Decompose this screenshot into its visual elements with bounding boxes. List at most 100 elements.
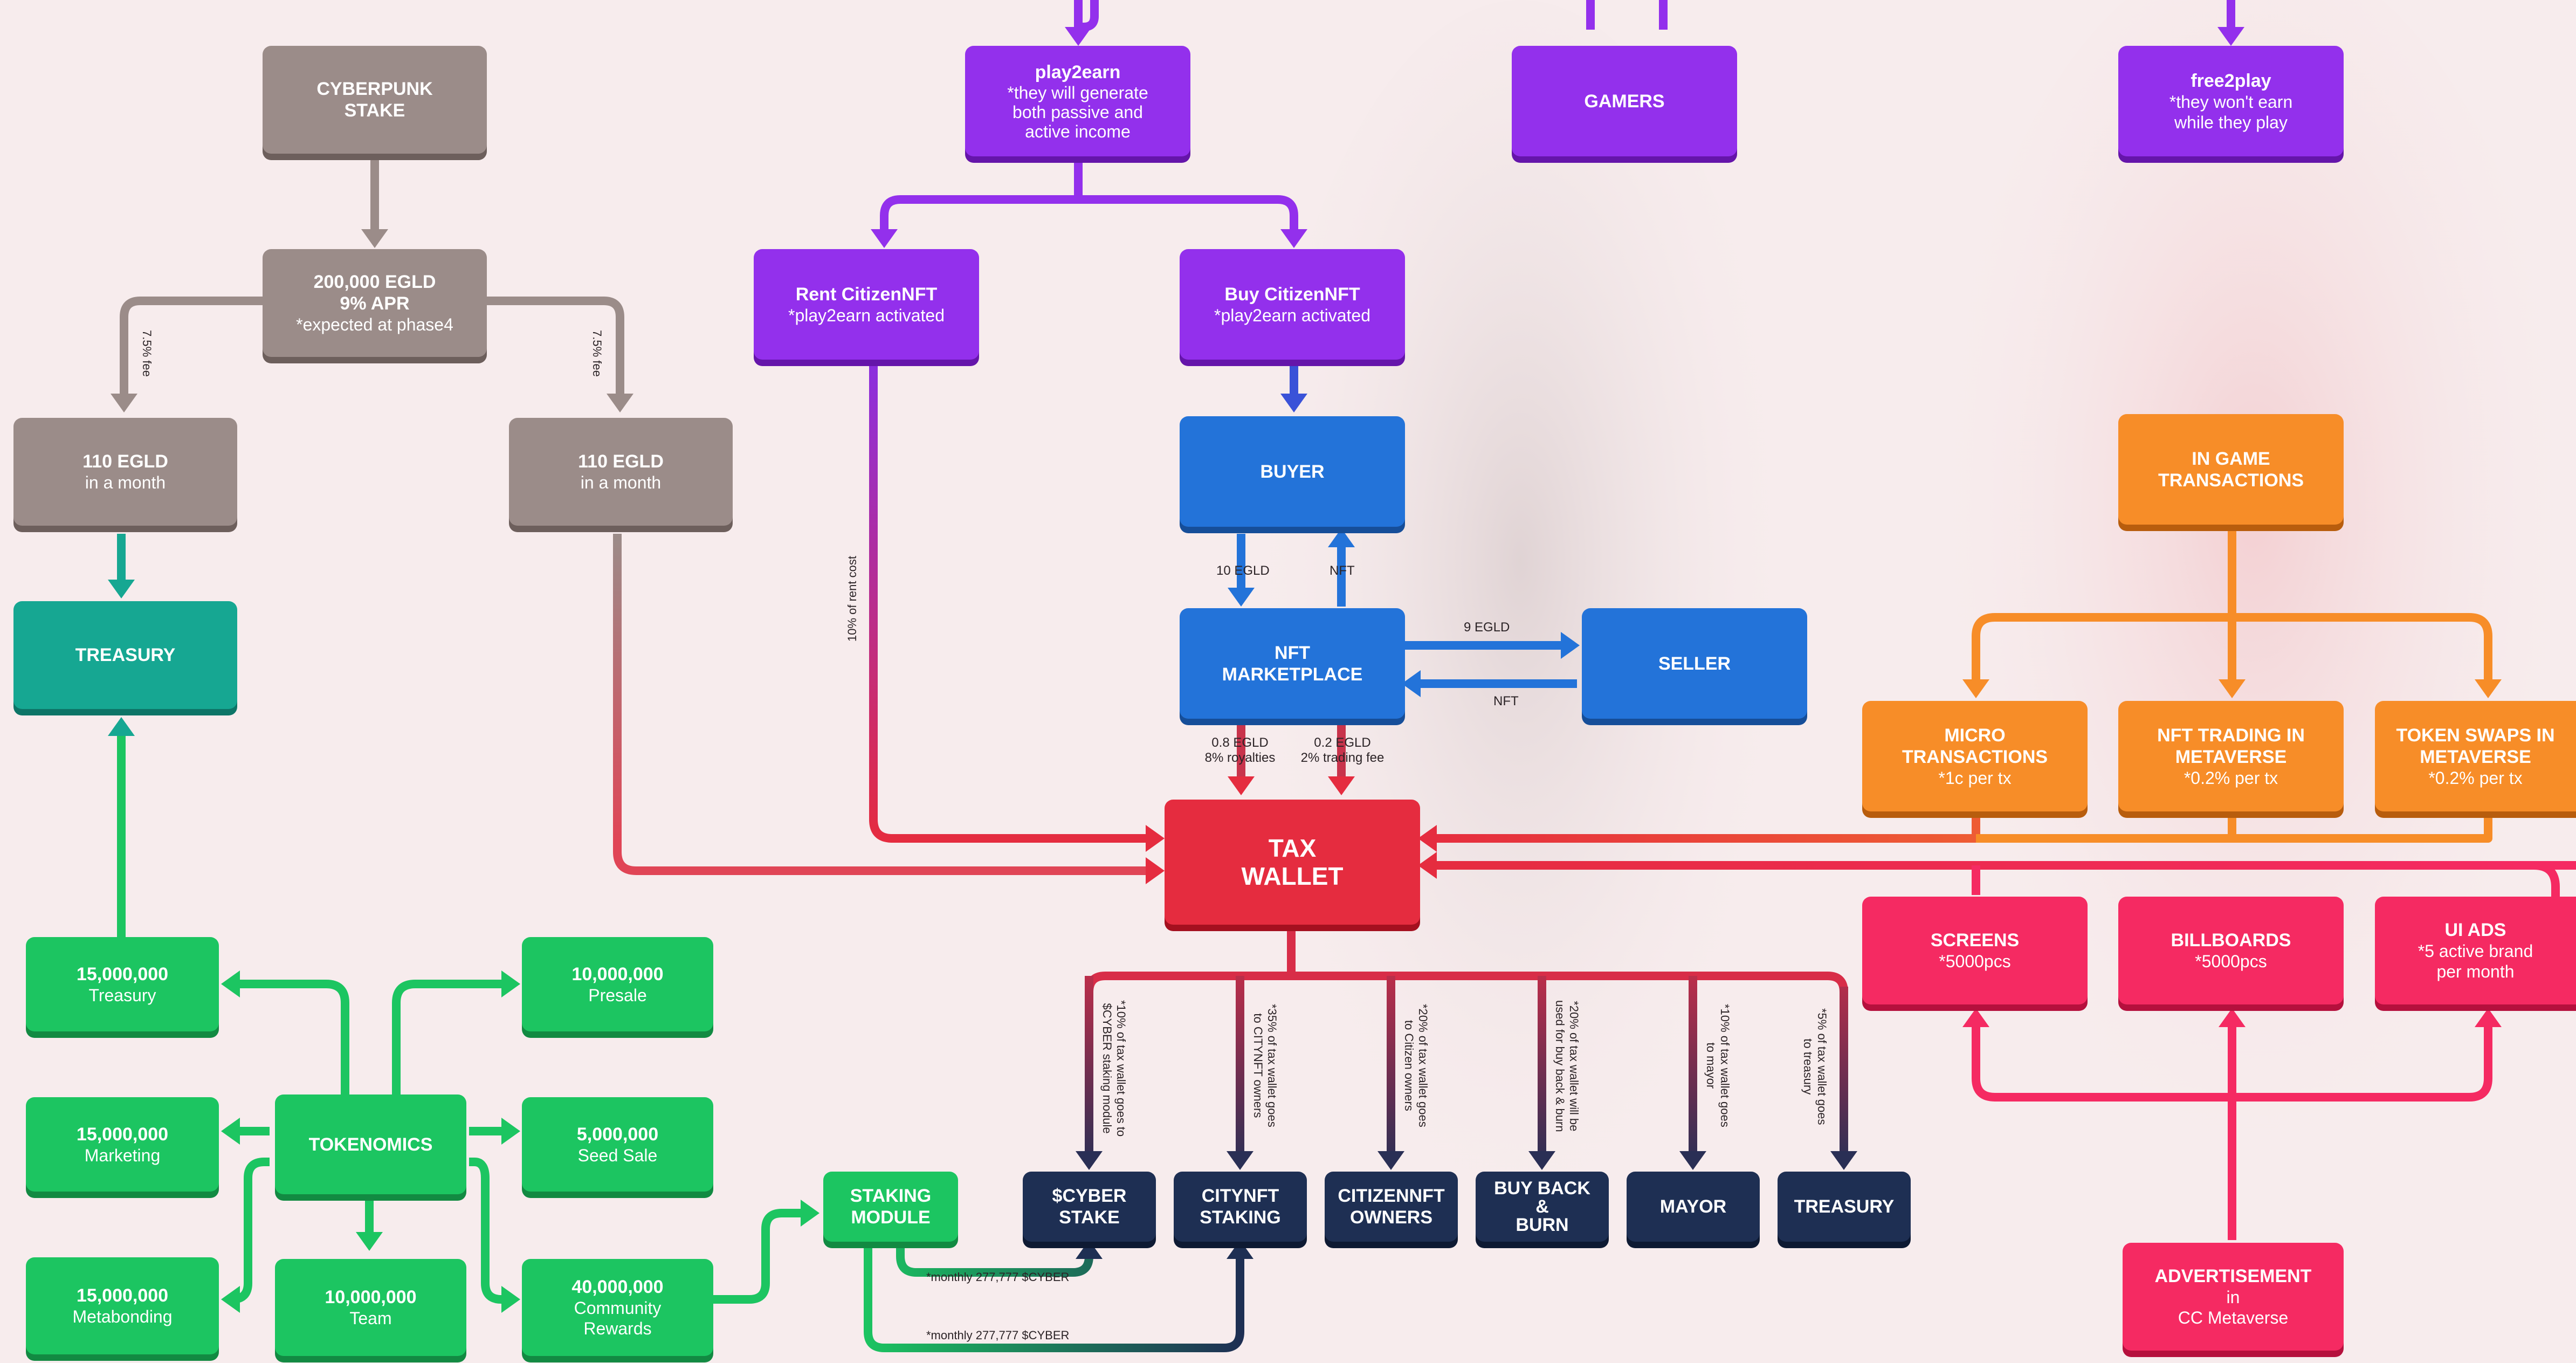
split-label-citynft: *35% of tax wallet goes to CITYNFT owner… [1251, 1004, 1279, 1127]
tokenomics-center-node: TOKENOMICS [275, 1094, 466, 1194]
trading-fee-label: 0.2 EGLD 2% trading fee [1300, 735, 1385, 765]
fee-label-left: 7.5% fee [140, 330, 154, 377]
monthly-label-2: *monthly 277,777 $CYBER [926, 1328, 1070, 1342]
node-title: free2play [2191, 70, 2271, 91]
tokenomics-marketing-node: 15,000,000 Marketing [26, 1097, 219, 1192]
buyer-nft-label: NFT [1330, 563, 1355, 578]
advertisement-node: ADVERTISEMENT in CC Metaverse [2123, 1243, 2344, 1351]
node-title: MICRO TRANSACTIONS [1902, 725, 2048, 767]
node-title: CYBERPUNK STAKE [316, 79, 433, 121]
cyber-stake-node: $CYBER STAKE [1023, 1172, 1156, 1242]
node-subtitle: *0.2% per tx [2428, 768, 2523, 788]
node-title: BILLBOARDS [2171, 930, 2291, 951]
nft-marketplace-node: NFT MARKETPLACE [1180, 608, 1405, 719]
node-title: 10,000,000 [571, 963, 664, 985]
buyer-node: BUYER [1180, 416, 1405, 527]
node-subtitle: *1c per tx [1938, 768, 2012, 788]
tokenomics-community-node: 40,000,000 Community Rewards [522, 1259, 713, 1356]
gamers-node: GAMERS [1512, 46, 1737, 156]
node-subtitle: *play2earn activated [1214, 305, 1370, 325]
node-title: 200,000 EGLD 9% APR [313, 272, 436, 314]
node-title: GAMERS [1584, 91, 1665, 112]
node-title: STAKING MODULE [850, 1186, 932, 1228]
split-label-cyber: *10% of tax wallet goes to $CYBER stakin… [1100, 1000, 1128, 1137]
to-seller-label: 9 EGLD [1464, 620, 1510, 635]
egld-pool-node: 200,000 EGLD 9% APR *expected at phase4 [263, 249, 487, 357]
node-subtitle: *expected at phase4 [296, 315, 453, 334]
node-subtitle: in a month [85, 473, 166, 492]
rent-citizennft-node: Rent CitizenNFT *play2earn activated [754, 249, 979, 360]
node-title: CITYNFT STAKING [1200, 1186, 1281, 1228]
rent-cost-label: 10% of rent cost [845, 556, 859, 642]
seller-node: SELLER [1582, 608, 1807, 719]
node-title: Rent CitizenNFT [795, 284, 938, 305]
node-subtitle: Seed Sale [577, 1145, 658, 1165]
node-subtitle: *5000pcs [1939, 952, 2011, 971]
node-subtitle: *they won't earn while they play [2169, 92, 2293, 132]
split-label-citizen: *20% of tax wallet goes to Citizen owner… [1402, 1004, 1430, 1127]
node-title: SELLER [1658, 653, 1731, 674]
buy-citizennft-node: Buy CitizenNFT *play2earn activated [1180, 249, 1405, 360]
node-subtitle: Presale [588, 985, 647, 1005]
node-title: CITIZENNFT OWNERS [1338, 1186, 1445, 1228]
node-title: BUYER [1260, 461, 1325, 482]
tokenomics-seed-node: 5,000,000 Seed Sale [522, 1097, 713, 1192]
split-label-buyback: *20% of tax wallet will be used for buy … [1553, 1000, 1581, 1132]
node-title: 15,000,000 [76, 963, 169, 985]
node-title: TAX WALLET [1241, 834, 1344, 890]
egld-right-node: 110 EGLD in a month [509, 418, 733, 526]
node-title: BUY BACK & BURN [1494, 1178, 1590, 1235]
buyback-burn-node: BUY BACK & BURN [1476, 1172, 1609, 1242]
node-subtitle: *0.2% per tx [2184, 768, 2278, 788]
node-subtitle: *they will generate both passive and act… [1007, 82, 1148, 141]
node-subtitle: Treasury [88, 985, 156, 1005]
node-title: play2earn [1035, 61, 1121, 82]
fee-label-right: 7.5% fee [590, 330, 604, 377]
node-title: 10,000,000 [325, 1287, 417, 1307]
tokenomics-team-node: 10,000,000 Team [275, 1259, 466, 1356]
node-title: 40,000,000 [571, 1277, 664, 1297]
node-title: ADVERTISEMENT [2154, 1266, 2312, 1286]
node-subtitle: Community Rewards [574, 1298, 662, 1338]
free2play-node: free2play *they won't earn while they pl… [2118, 46, 2344, 156]
node-title: 110 EGLD [578, 451, 664, 472]
node-subtitle: *play2earn activated [788, 305, 945, 325]
ui-ads-node: UI ADS *5 active brand per month [2375, 897, 2576, 1004]
node-subtitle: *5 active brand per month [2417, 941, 2533, 981]
treasury-bottom-node: TREASURY [1778, 1172, 1911, 1242]
split-label-mayor: *10% of tax wallet goes to mayor [1704, 1004, 1732, 1127]
node-title: 110 EGLD [82, 451, 168, 472]
nft-trading-node: NFT TRADING IN METAVERSE *0.2% per tx [2118, 701, 2344, 811]
node-title: TREASURY [1794, 1196, 1895, 1217]
to-market-label: NFT [1493, 694, 1519, 708]
staking-module-node: STAKING MODULE [823, 1172, 958, 1242]
play2earn-node: play2earn *they will generate both passi… [965, 46, 1190, 156]
node-title: NFT MARKETPLACE [1222, 642, 1363, 685]
node-subtitle: Team [349, 1309, 392, 1328]
node-subtitle: in CC Metaverse [2178, 1288, 2289, 1327]
node-subtitle: Metabonding [72, 1307, 173, 1326]
tax-wallet-node: TAX WALLET [1165, 800, 1420, 925]
node-title: MAYOR [1659, 1196, 1727, 1217]
micro-transactions-node: MICRO TRANSACTIONS *1c per tx [1862, 701, 2088, 811]
node-title: TOKENOMICS [308, 1134, 433, 1155]
tokenomics-presale-node: 10,000,000 Presale [522, 937, 713, 1031]
buyer-egld-label: 10 EGLD [1216, 563, 1270, 578]
node-title: 5,000,000 [576, 1124, 659, 1145]
screens-node: SCREENS *5000pcs [1862, 897, 2088, 1004]
split-label-treasury: *5% of tax wallet goes to treasury [1801, 1008, 1829, 1125]
node-title: TREASURY [75, 645, 176, 665]
node-title: TOKEN SWAPS IN METAVERSE [2396, 725, 2555, 767]
egld-left-node: 110 EGLD in a month [13, 418, 237, 526]
tokenomics-metabonding-node: 15,000,000 Metabonding [26, 1257, 219, 1354]
node-title: IN GAME TRANSACTIONS [2158, 448, 2304, 491]
token-swaps-node: TOKEN SWAPS IN METAVERSE *0.2% per tx [2375, 701, 2576, 811]
node-subtitle: *5000pcs [2195, 952, 2267, 971]
billboards-node: BILLBOARDS *5000pcs [2118, 897, 2344, 1004]
tokenomics-treasury-node: 15,000,000 Treasury [26, 937, 219, 1031]
cyberpunk-stake-node: CYBERPUNK STAKE [263, 46, 487, 154]
in-game-transactions-node: IN GAME TRANSACTIONS [2118, 414, 2344, 525]
node-title: 15,000,000 [76, 1124, 169, 1145]
node-title: 15,000,000 [76, 1285, 169, 1306]
